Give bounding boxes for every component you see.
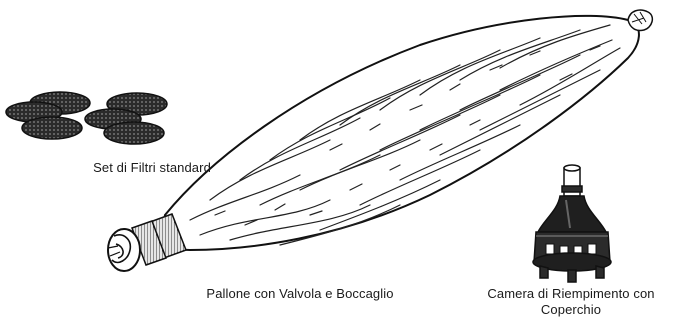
chamber-caption: Camera di Riempimento con Coperchio [466,286,676,318]
filters-caption-text: Set di Filtri standard [93,160,211,176]
balloon-caption: Pallone con Valvola e Boccaglio [175,286,425,302]
filling-chamber-with-lid-icon [533,165,611,282]
mesh-filter-discs-icon [6,92,167,144]
